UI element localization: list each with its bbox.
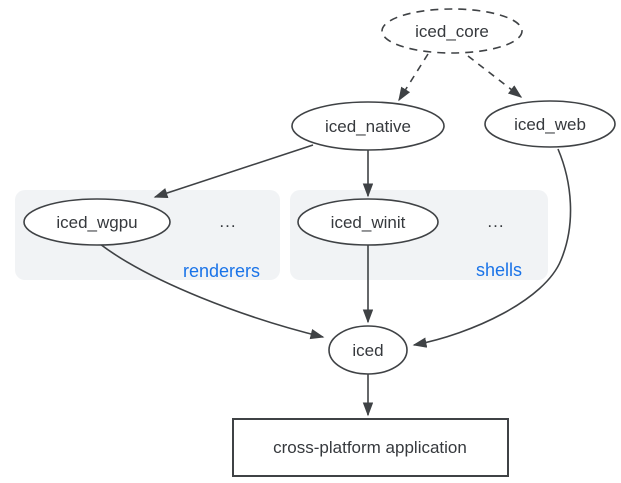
node-iced: iced — [328, 325, 408, 375]
node-iced-wgpu: iced_wgpu — [23, 198, 171, 246]
application-rect — [232, 418, 509, 477]
iced-web-ellipse — [484, 100, 616, 148]
iced-winit-label: iced_winit — [331, 213, 406, 232]
edge-iced-web-to-iced — [414, 148, 572, 345]
renderers-ellipsis: ... — [219, 212, 236, 231]
edge-iced-wgpu-to-iced — [99, 243, 323, 337]
node-iced-core: iced_core — [381, 8, 523, 54]
iced-native-ellipse — [291, 101, 445, 151]
iced-core-label: iced_core — [415, 22, 489, 41]
iced-wgpu-ellipse — [23, 198, 171, 246]
shells-cluster-label: shells — [476, 260, 522, 280]
iced-ellipse — [328, 325, 408, 375]
iced-wgpu-label: iced_wgpu — [56, 213, 137, 232]
iced-label: iced — [352, 341, 383, 360]
iced-core-ellipse — [381, 8, 523, 54]
shells-ellipsis: ... — [487, 212, 504, 231]
node-iced-winit: iced_winit — [297, 198, 439, 246]
edge-iced-core-to-iced-web — [467, 55, 521, 97]
edge-iced-core-to-iced-native — [399, 53, 429, 100]
node-application: cross-platform application — [232, 418, 509, 477]
node-iced-web: iced_web — [484, 100, 616, 148]
node-iced-native: iced_native — [291, 101, 445, 151]
iced-native-label: iced_native — [325, 117, 411, 136]
iced-web-label: iced_web — [514, 115, 586, 134]
application-label: cross-platform application — [273, 438, 467, 457]
iced-winit-ellipse — [297, 198, 439, 246]
edge-iced-native-to-iced-wgpu — [155, 144, 314, 197]
renderers-cluster-label: renderers — [183, 261, 260, 281]
